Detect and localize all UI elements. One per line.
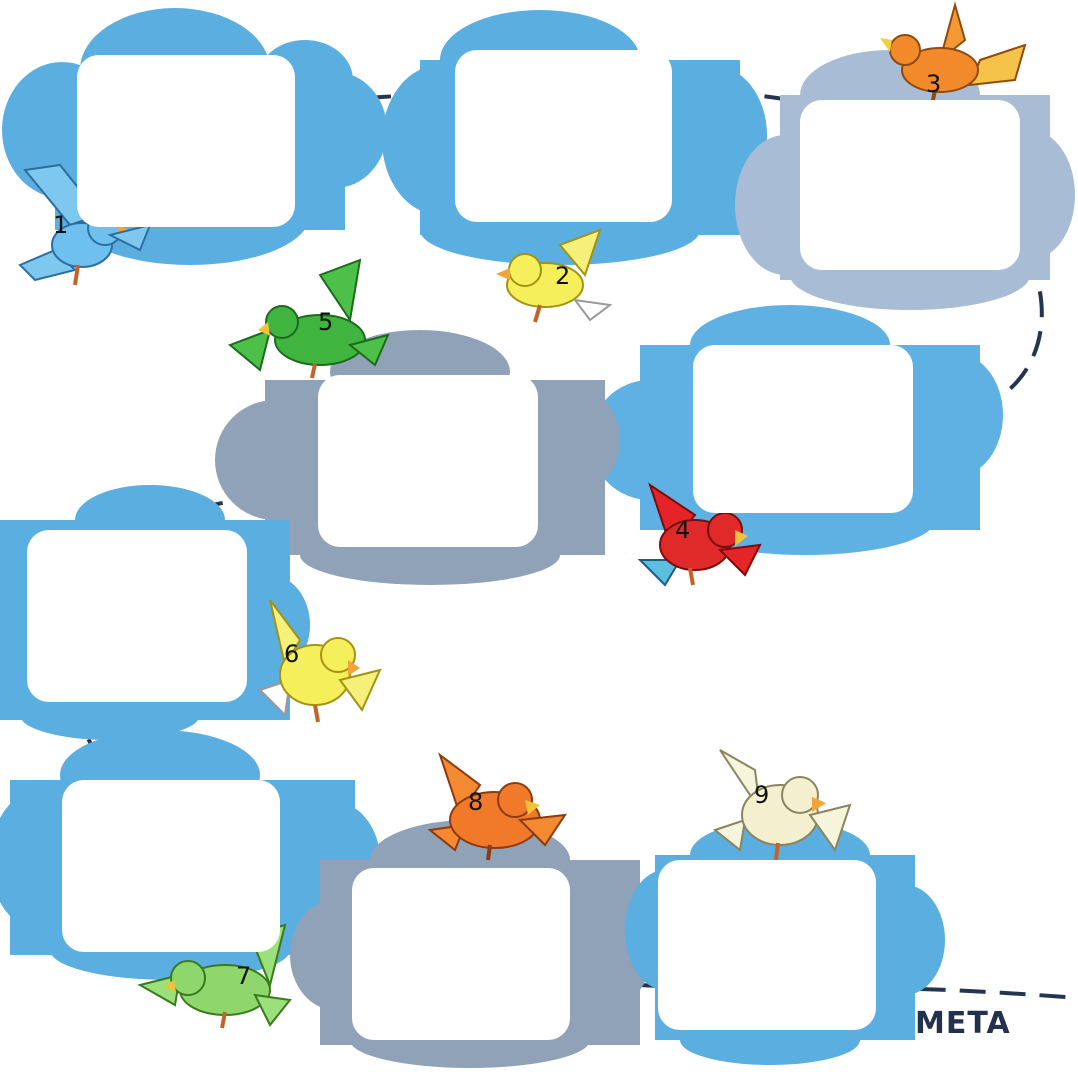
station-3-number: 3 [926, 70, 942, 98]
station-7-number: 7 [236, 962, 252, 990]
station-7-box[interactable] [62, 780, 280, 952]
station-4-number: 4 [675, 516, 691, 544]
bird-4-red [637, 482, 762, 587]
station-1-number: 1 [53, 211, 69, 239]
bird-8-orange [427, 752, 568, 861]
bird-9-cream [712, 749, 852, 861]
station-8-box[interactable] [352, 868, 570, 1040]
bird-3-orange [880, 1, 1027, 106]
bird-5-green [228, 258, 390, 379]
station-2-box[interactable] [455, 50, 672, 222]
station-4-box[interactable] [693, 345, 913, 513]
bird-6-yellow [258, 599, 382, 723]
station-6-number: 6 [284, 640, 300, 668]
station-5-box[interactable] [318, 375, 538, 547]
station-1-box[interactable] [77, 55, 295, 227]
station-2-number: 2 [555, 262, 571, 290]
station-3-box[interactable] [800, 100, 1020, 270]
bird-2-yellow [496, 228, 613, 323]
finish-label: META [915, 1006, 1011, 1041]
station-8-number: 8 [468, 788, 484, 816]
station-9-number: 9 [754, 781, 770, 809]
station-5-number: 5 [318, 308, 334, 336]
station-9-box[interactable] [658, 860, 876, 1030]
station-6-box[interactable] [27, 530, 247, 702]
